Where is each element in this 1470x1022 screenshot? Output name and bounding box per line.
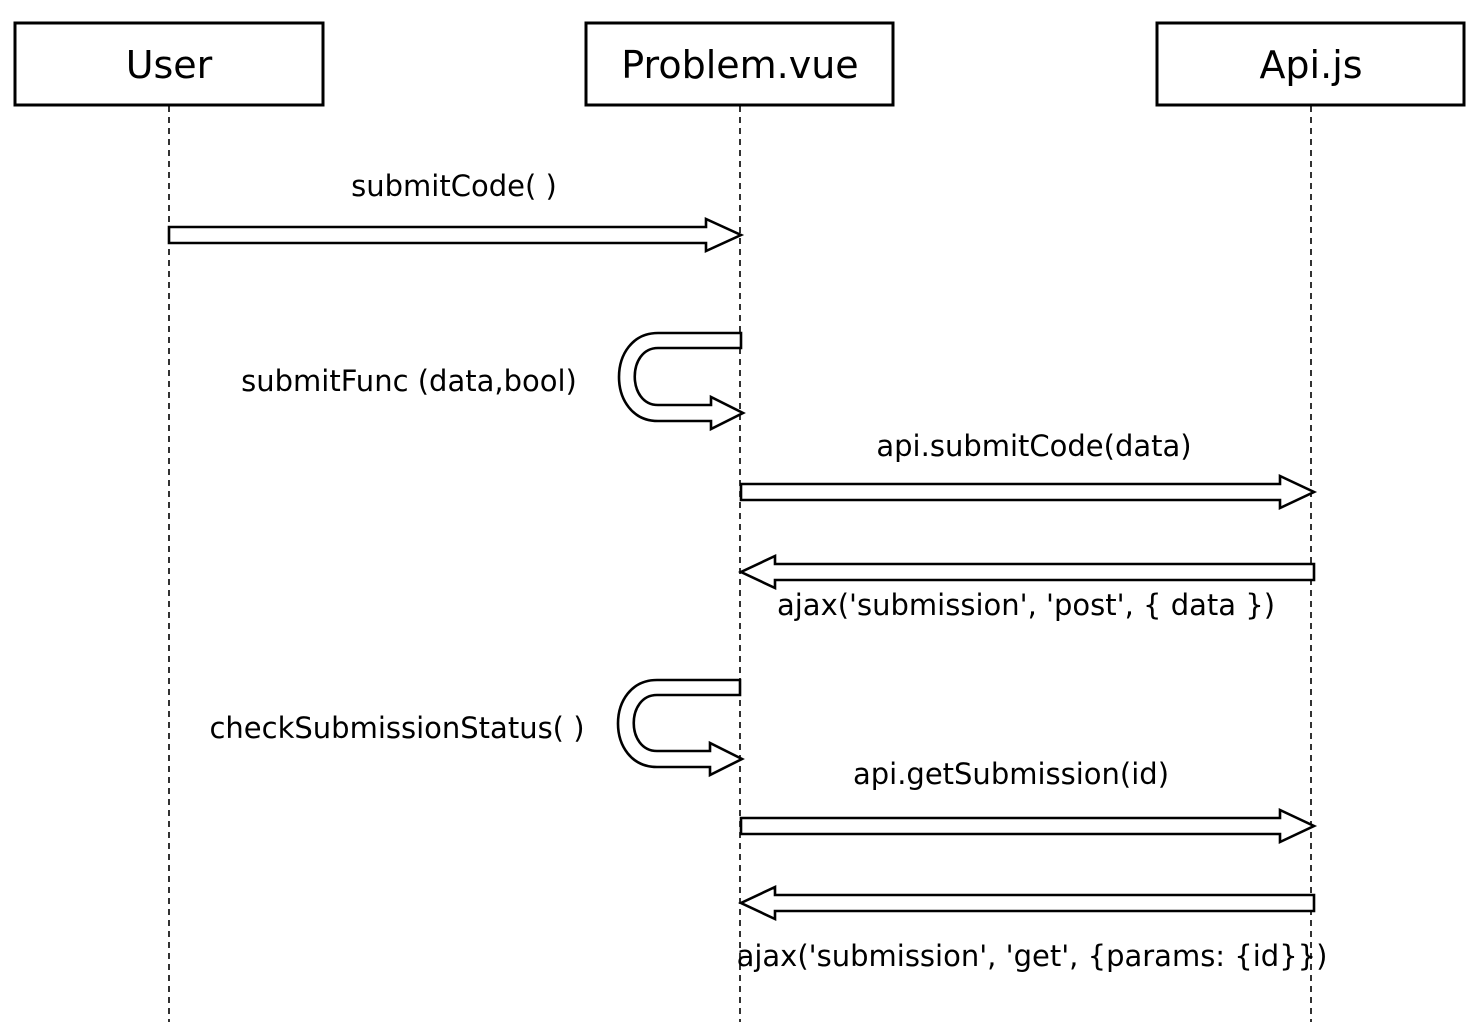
message-label-getsubmission: api.getSubmission(id) xyxy=(853,757,1169,791)
message-arrow-getsubmission xyxy=(739,807,1318,845)
message-label-api-submitcode: api.submitCode(data) xyxy=(876,429,1191,463)
actor-user: User xyxy=(13,21,325,107)
self-arrow-submitfunc xyxy=(617,331,746,432)
self-arrow-checksubmissionstatus xyxy=(616,678,745,778)
message-label-submitcode: submitCode( ) xyxy=(351,169,557,203)
actor-api-label: Api.js xyxy=(1259,43,1362,87)
return-arrow-ajax-post xyxy=(737,553,1316,591)
actor-user-label: User xyxy=(126,43,213,87)
message-arrow-submitcode xyxy=(167,216,745,254)
message-arrow-api-submitcode xyxy=(739,473,1318,511)
actor-api: Api.js xyxy=(1155,21,1466,107)
message-label-checksubmissionstatus: checkSubmissionStatus( ) xyxy=(209,711,584,745)
message-label-ajax-get: ajax('submission', 'get', {params: {id}}… xyxy=(737,939,1328,973)
message-label-submitfunc: submitFunc (data,bool) xyxy=(241,364,577,398)
return-arrow-ajax-get xyxy=(737,884,1316,922)
actor-problem-label: Problem.vue xyxy=(621,43,858,87)
message-label-ajax-post: ajax('submission', 'post', { data }) xyxy=(777,588,1275,622)
actor-problem: Problem.vue xyxy=(584,21,895,107)
